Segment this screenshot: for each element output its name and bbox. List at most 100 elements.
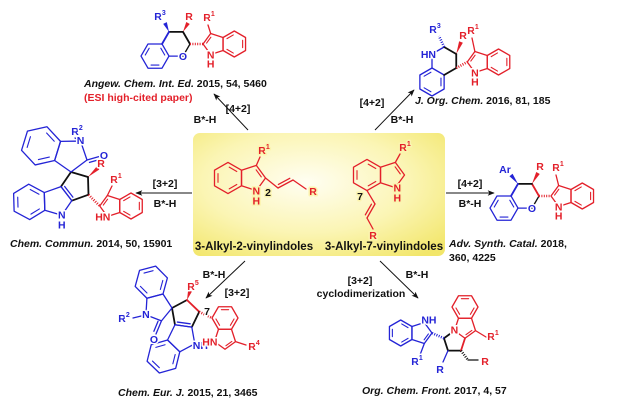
atom-label: H bbox=[471, 77, 479, 89]
atom-symbol: O bbox=[150, 334, 158, 346]
bond bbox=[225, 340, 233, 347]
hashed-bond bbox=[459, 349, 470, 361]
atom-superscript: 1 bbox=[495, 330, 499, 337]
atom-symbol: R bbox=[411, 356, 419, 368]
indole-pyrrole-ring bbox=[453, 317, 477, 339]
nh-group: HN bbox=[421, 49, 436, 61]
oxygen-atom: O bbox=[100, 150, 108, 162]
position-label: 7 bbox=[357, 191, 363, 203]
indole-pyrrole-ring bbox=[411, 321, 433, 345]
atom-symbol: H bbox=[555, 211, 563, 223]
atom-label: N bbox=[142, 309, 150, 321]
bond bbox=[419, 342, 425, 356]
bond bbox=[364, 203, 373, 216]
bond bbox=[151, 360, 160, 369]
bond bbox=[60, 185, 73, 202]
substituent-r: R bbox=[459, 30, 467, 42]
condition-type-bottom-right: [3+2] bbox=[348, 275, 373, 287]
atom-symbol: R bbox=[552, 162, 560, 174]
wedge-bond bbox=[509, 173, 518, 184]
bond bbox=[366, 203, 376, 219]
atom-symbol: H bbox=[207, 59, 215, 71]
bond bbox=[531, 195, 540, 209]
oxindole-ring bbox=[53, 140, 88, 173]
bond bbox=[88, 158, 101, 164]
atom-label: N bbox=[207, 50, 215, 62]
atom-symbol: R bbox=[187, 281, 195, 293]
citation-journal: Chem. Commun. bbox=[10, 238, 94, 250]
atom-symbol: H bbox=[471, 77, 479, 89]
atom-symbol: N bbox=[142, 309, 150, 321]
atom-symbol: O bbox=[179, 51, 187, 63]
atom-symbol: 7 bbox=[204, 306, 210, 318]
bond bbox=[139, 285, 148, 294]
substrate-name-7-vinylindoles: 3-Alkyl-7-vinylindoles bbox=[325, 241, 443, 253]
substituent-r3: R3 bbox=[154, 10, 166, 24]
indole-pyrrole-ring bbox=[466, 50, 488, 74]
atom-superscript: 1 bbox=[419, 355, 423, 362]
bond bbox=[144, 47, 150, 56]
bond bbox=[277, 177, 291, 186]
atom-symbol: N bbox=[207, 50, 215, 62]
indole-pyrrole-ring bbox=[379, 161, 406, 189]
citation-right-line2: 360, 4225 bbox=[449, 252, 496, 264]
substituent-r: R bbox=[185, 11, 193, 23]
condition-catalyst-right: B*-H bbox=[459, 198, 482, 210]
substituent-r1: R1 bbox=[552, 161, 564, 175]
wedge-bond bbox=[88, 166, 100, 177]
atom-symbol: R bbox=[248, 341, 256, 353]
arrow-top-left bbox=[213, 93, 249, 131]
atom-symbol: N bbox=[555, 202, 563, 214]
benzene-ring bbox=[20, 126, 62, 166]
atom-symbol: R bbox=[203, 12, 211, 24]
bond bbox=[143, 270, 154, 274]
atom-symbol: N bbox=[471, 68, 479, 80]
atom-superscript: 5 bbox=[195, 280, 199, 287]
position-label: 7 bbox=[204, 306, 210, 318]
indole-pyrrole-ring bbox=[202, 32, 224, 56]
atom-symbol: R bbox=[467, 25, 475, 37]
bond bbox=[29, 188, 40, 195]
atom-symbol: R bbox=[429, 24, 437, 36]
arrow-bottom-left bbox=[205, 260, 246, 299]
atom-superscript: 1 bbox=[475, 24, 479, 31]
substituent-r1: R1 bbox=[399, 141, 411, 155]
substituent-r: R bbox=[309, 186, 317, 198]
substituent-r1: R1 bbox=[110, 173, 122, 187]
nh-group: NH bbox=[193, 340, 208, 352]
substituent-r: R bbox=[97, 158, 105, 170]
atom-symbol: N bbox=[451, 325, 459, 337]
atom-symbol: O bbox=[528, 203, 536, 215]
bond bbox=[493, 199, 499, 208]
atom-superscript: 2 bbox=[126, 312, 130, 319]
bond bbox=[102, 198, 109, 206]
citation-details: 2018, bbox=[538, 238, 567, 250]
atom-label: N bbox=[253, 186, 261, 198]
bond bbox=[60, 171, 72, 188]
bond bbox=[366, 217, 374, 230]
bond bbox=[64, 185, 74, 198]
atom-label: H bbox=[207, 59, 215, 71]
oxygen-atom: O bbox=[528, 203, 536, 215]
substrate-highlight-box bbox=[193, 133, 445, 256]
substituent-r4: R4 bbox=[248, 340, 260, 354]
bond bbox=[176, 321, 191, 325]
indole-pyrrole-ring bbox=[550, 184, 572, 208]
bond bbox=[555, 174, 560, 187]
bond bbox=[460, 337, 466, 352]
substituent-r: R bbox=[369, 230, 377, 242]
atom-symbol: R bbox=[536, 161, 544, 173]
atom-symbol: R bbox=[118, 313, 126, 325]
nh-group: HN bbox=[95, 212, 110, 224]
citation-bottom-left: Chem. Eur. J. 2015, 21, 3465 bbox=[118, 387, 258, 399]
atom-symbol: O bbox=[100, 150, 108, 162]
atom-symbol: R bbox=[71, 126, 79, 138]
substituent-r1: R1 bbox=[258, 144, 270, 158]
bond bbox=[215, 318, 221, 326]
bond bbox=[423, 87, 432, 93]
atom-symbol: R bbox=[459, 30, 467, 42]
bond bbox=[367, 163, 377, 170]
